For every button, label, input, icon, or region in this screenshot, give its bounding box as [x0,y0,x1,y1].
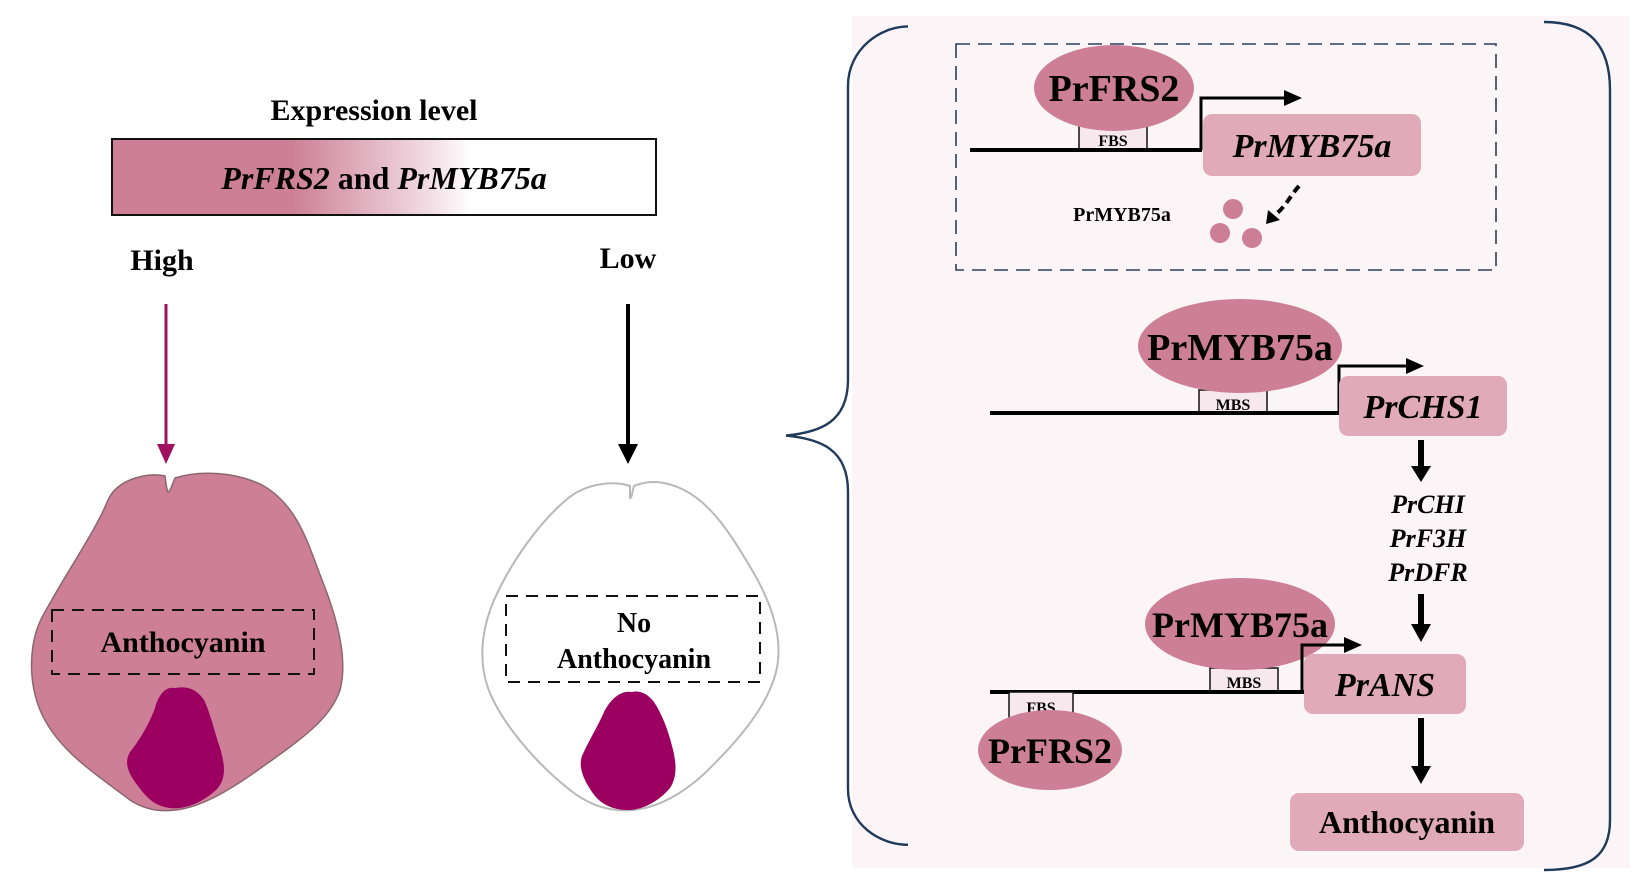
mbs-site [1198,389,1268,415]
low-arrow-icon [618,304,638,464]
prmyb75a-protein [1145,578,1335,670]
and-label: and [330,160,398,196]
fbs-label: FBS [1098,133,1127,150]
anthocyanin-label: Anthocyanin [100,626,265,659]
low-label: Low [600,242,657,275]
mbs-label: MBS [1216,397,1251,414]
no-anthocyanin-dashed-box [505,595,761,683]
tss-arrow-icon [1199,96,1290,150]
translation-arrow-icon [1274,184,1301,216]
pathway-arrow-icon [1411,594,1431,642]
prmyb75a-protein-label: PrMYB75a [1147,327,1333,369]
prdfr-label: PrDFR [1387,558,1467,587]
prmyb75a-gene-label: PrMYB75a [1232,128,1392,165]
inset-dashed-box [955,43,1497,271]
right-bracket [1543,20,1612,872]
anthocyanin-product-box [1290,793,1524,851]
pigmented-petal: Anthocyanin [30,472,344,812]
no-label: No [617,608,651,639]
basal-blotch [127,687,224,809]
left-brace [786,26,908,844]
tss-arrow-head [1284,90,1302,106]
pathway-arrow-icon [1411,718,1431,784]
gene-prmyb75a-label: PrMYB75a [396,160,546,196]
prfrs2-protein-label: PrFRS2 [1049,68,1180,110]
prmyb75a-product-label: PrMYB75a [1073,204,1171,226]
prfrs2-protein [1034,45,1194,131]
prmyb75a-gene-box [1203,114,1421,176]
mbs-label: MBS [1227,675,1262,692]
chs1-promoter-row: MBS PrMYB75a PrCHS1 [990,299,1507,436]
high-arrow-icon [157,304,175,464]
prmyb75a-protein [1138,299,1342,393]
no-anthocyanin-label: Anthocyanin [557,644,711,675]
prchi-label: PrCHI [1390,490,1466,519]
prfrs2-protein [978,710,1122,790]
prmyb75a-protein-label: PrMYB75a [1152,605,1328,645]
anthocyanin-dashed-box [51,609,315,675]
anthocyanin-product-label: Anthocyanin [1319,804,1495,840]
expression-title: Expression level [271,94,478,127]
expression-bar-label: PrFRS2 and PrMYB75a [220,160,546,196]
unpigmented-petal: No Anthocyanin [481,480,780,812]
basal-blotch [580,691,676,810]
tss-arrow-head [1406,358,1424,374]
protein-dots-icon [1210,199,1262,248]
gene-prfrs2-label: PrFRS2 [220,160,329,196]
prans-gene-box [1304,654,1466,714]
tss-arrow-head [1344,637,1362,653]
mbs-site [1209,667,1279,693]
expression-gradient-bar: PrFRS2 and PrMYB75a [111,138,657,216]
inset-promoter-row: FBS PrFRS2 PrMYB75a PrMYB75a [970,45,1421,248]
prchs1-gene-box [1339,376,1507,436]
translation-arrow-head [1266,210,1280,224]
pathway-arrow-icon [1411,440,1431,482]
tss-arrow-icon [1300,643,1350,692]
prans-gene-label: PrANS [1334,667,1435,704]
ans-promoter-row: MBS PrMYB75a FBS PrFRS2 PrANS [978,578,1466,790]
prfrs2-protein-label: PrFRS2 [988,731,1112,771]
prchs1-gene-label: PrCHS1 [1362,389,1482,426]
high-label: High [130,244,194,277]
prf3h-label: PrF3H [1389,524,1467,553]
